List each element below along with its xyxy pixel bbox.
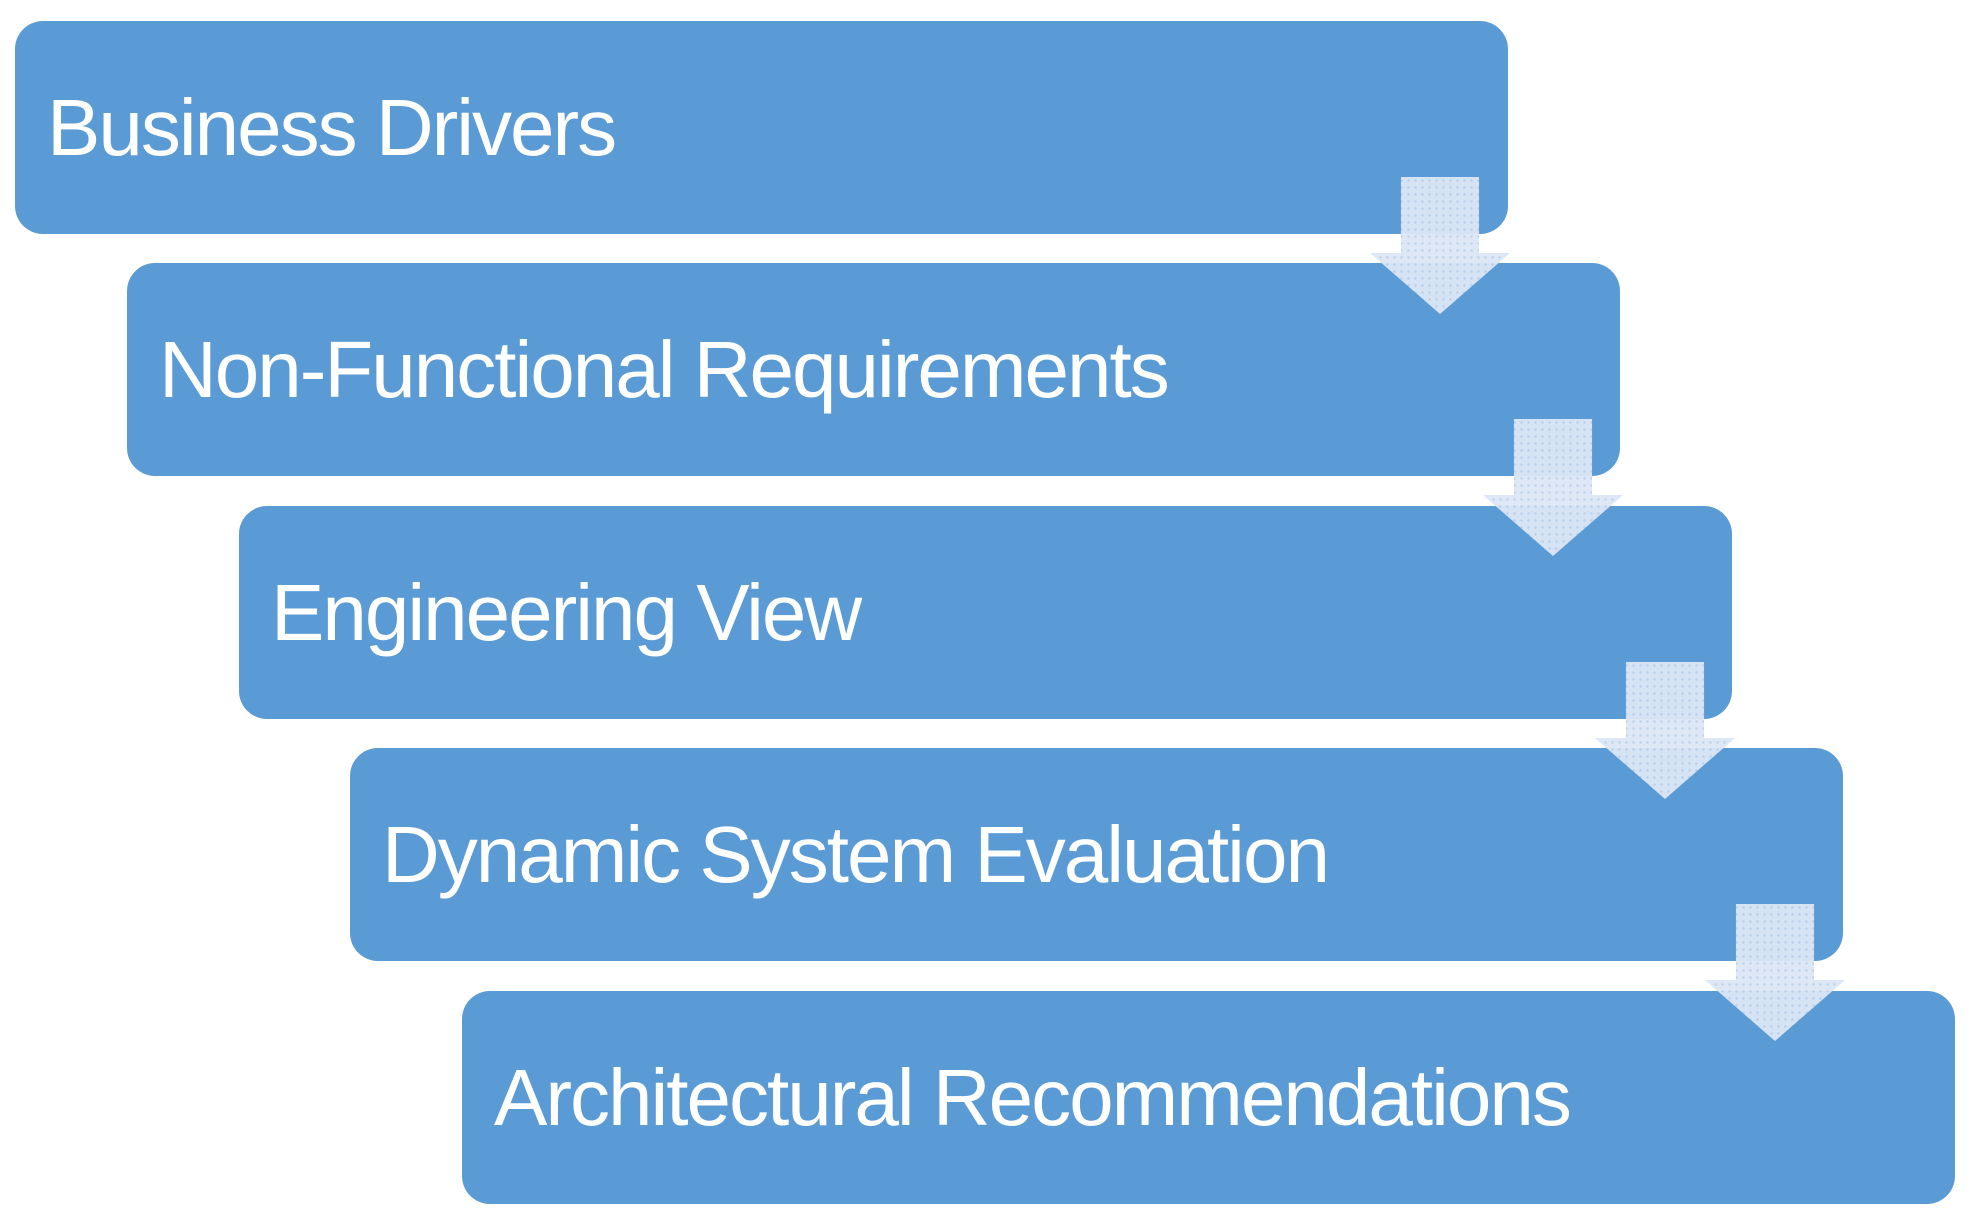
step-box-non-functional-requirements: Non-Functional Requirements [127, 263, 1620, 476]
step-box-engineering-view: Engineering View [239, 506, 1732, 719]
step-label-engineering-view: Engineering View [271, 567, 862, 657]
step-label-business-drivers: Business Drivers [47, 82, 617, 172]
step-label-architectural-recommendations: Architectural Recommendations [494, 1052, 1572, 1142]
step-box-business-drivers: Business Drivers [15, 21, 1508, 234]
step-box-architectural-recommendations: Architectural Recommendations [462, 991, 1955, 1204]
step-box-dynamic-system-evaluation: Dynamic System Evaluation [350, 748, 1843, 961]
step-label-dynamic-system-evaluation: Dynamic System Evaluation [382, 809, 1330, 899]
step-label-non-functional-requirements: Non-Functional Requirements [159, 324, 1170, 414]
